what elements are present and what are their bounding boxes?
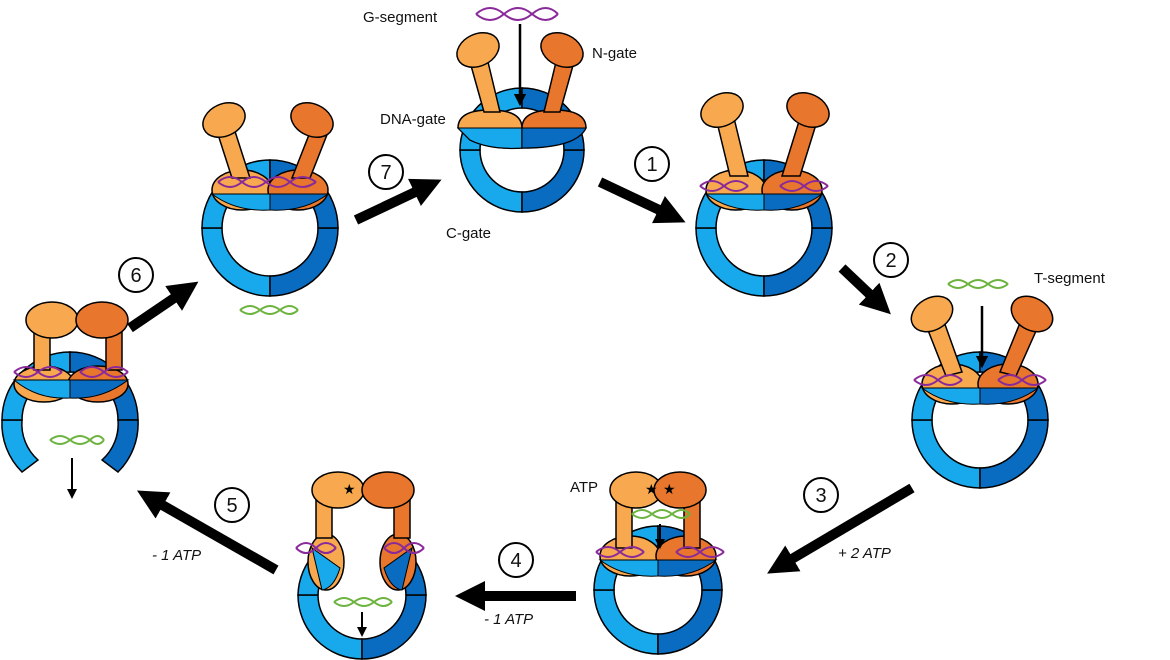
atp-note-step5: - 1 ATP <box>152 547 201 564</box>
g-segment-label: G-segment <box>363 9 438 26</box>
arrow-step-2 <box>838 264 891 315</box>
arrow-step-1 <box>597 177 686 224</box>
step-4-number: 4 <box>510 550 521 572</box>
arrow-step-3 <box>767 483 915 574</box>
atp-star-icon: ★ <box>663 482 676 498</box>
step-6-number: 6 <box>130 265 141 287</box>
c-gate-label: C-gate <box>446 225 491 242</box>
cycle-arrows <box>127 177 915 611</box>
state-bottom-right: ★ ★ <box>593 471 725 655</box>
arrow-step-7 <box>353 178 442 225</box>
step-3-number: 3 <box>815 485 826 507</box>
n-gate-label: N-gate <box>592 45 637 62</box>
state-upper-left <box>201 102 339 315</box>
state-left <box>1 301 139 499</box>
step-2-number: 2 <box>885 250 896 272</box>
state-top-center <box>456 7 587 213</box>
atp-note-step3: + 2 ATP <box>838 545 891 562</box>
state-top-right <box>695 92 833 297</box>
t-segment-label: T-segment <box>1034 270 1106 287</box>
atp-note-step4: - 1 ATP <box>484 611 533 628</box>
atp-label: ATP <box>570 479 598 496</box>
arrow-step-5 <box>136 490 279 575</box>
state-bottom-center: ★ <box>295 471 427 660</box>
step-number-circles: 1 2 3 4 5 6 7 <box>118 146 909 578</box>
step-5-number: 5 <box>226 495 237 517</box>
step-7-number: 7 <box>380 162 391 184</box>
atp-star-icon: ★ <box>645 482 658 498</box>
t-segment-dna <box>947 279 1009 289</box>
state-right <box>910 279 1054 489</box>
step-1-number: 1 <box>646 154 657 176</box>
arrow-step-6 <box>127 281 199 333</box>
g-segment-dna <box>475 7 559 21</box>
atp-star-icon: ★ <box>343 482 356 498</box>
dna-gate-label: DNA-gate <box>380 111 446 128</box>
